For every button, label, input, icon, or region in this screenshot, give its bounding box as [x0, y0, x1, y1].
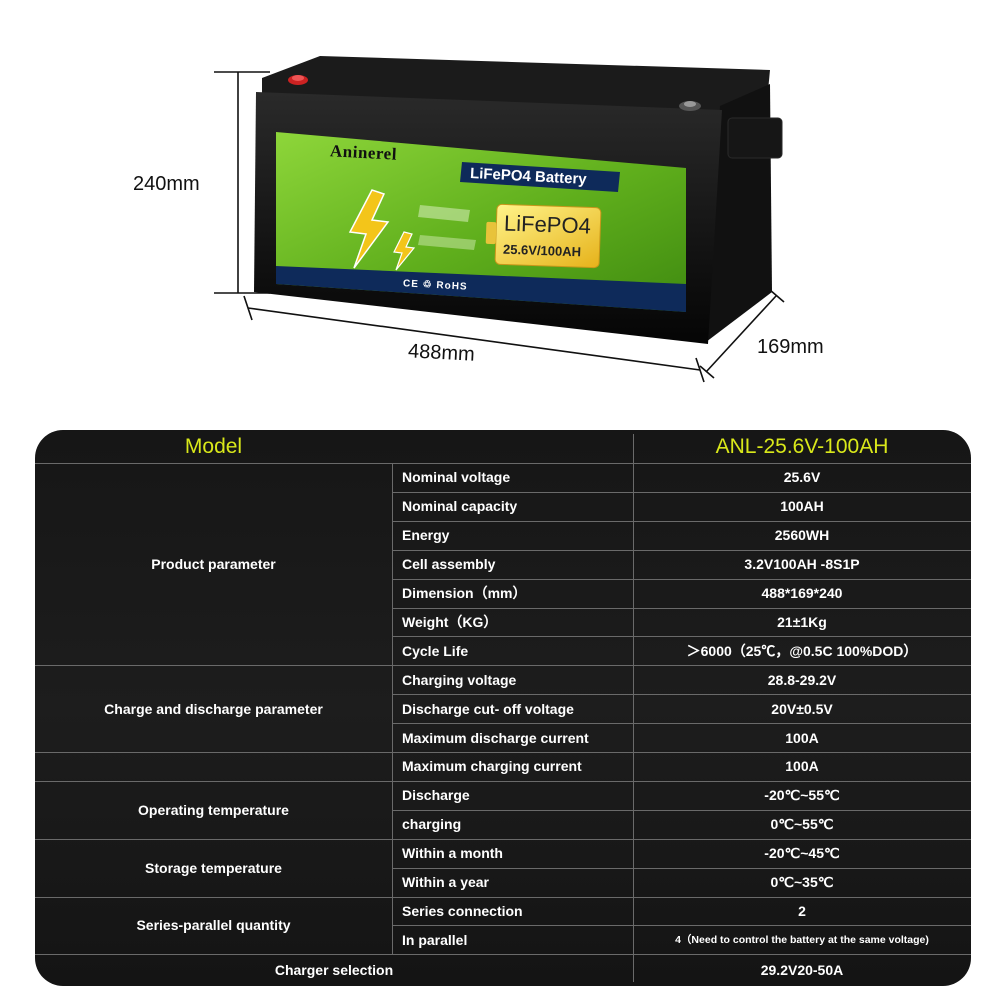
param-name: Nominal capacity [402, 498, 518, 515]
model-header-value: ANL-25.6V-100AH [715, 434, 889, 458]
param-name: Cell assembly [402, 556, 496, 573]
param-name: Maximum charging current [402, 758, 582, 775]
param-name: charging [402, 816, 462, 833]
length-dimension-label: 488mm [407, 340, 476, 366]
param-name: Series connection [402, 902, 523, 919]
param-name: Discharge [402, 787, 470, 804]
param-value: ＞6000（25℃，@0.5C 100%DOD） [686, 642, 918, 659]
param-name: Cycle Life [402, 642, 469, 659]
param-name: Dimension（mm） [402, 585, 527, 602]
param-value: 2 [798, 902, 806, 919]
param-value: 0℃~35℃ [770, 873, 834, 890]
param-value: 100A [785, 729, 819, 746]
param-value: 4（Need to control the battery at the sam… [675, 934, 929, 947]
charger-selection-value: 29.2V20-50A [760, 962, 844, 979]
header-divider [35, 463, 971, 464]
group-divider [35, 752, 971, 753]
group-divider [35, 780, 971, 782]
chemistry-label: LiFePO4 [503, 210, 592, 239]
param-value: 488*169*240 [761, 585, 843, 602]
spec-table-panel: Model ANL-25.6V-100AH Product parameter Nom… [35, 430, 971, 986]
row-divider [392, 694, 971, 696]
param-name: Within a year [402, 874, 490, 891]
height-dimension-label: 240mm [133, 173, 200, 195]
group-divider [35, 665, 971, 667]
lightning-bolt-icon [348, 189, 390, 269]
group-title: Product parameter [151, 556, 276, 573]
param-name: Weight（KG） [402, 613, 498, 630]
param-value: 28.8-29.2V [767, 671, 837, 688]
param-value: 100AH [780, 498, 824, 515]
param-value: 2560WH [774, 527, 830, 544]
group-title: Series-parallel quantity [136, 917, 291, 934]
brand-logo-text: Aninerel [329, 141, 398, 164]
param-value: 100A [785, 758, 819, 775]
value-column-divider [633, 434, 634, 983]
param-name: In parallel [402, 931, 468, 948]
front-label [276, 132, 686, 312]
negative-terminal [679, 101, 701, 111]
group-title [35, 752, 392, 781]
battery-illustration: 240mm 488mm 169mm Aninerel LiFePO4 Batte… [0, 0, 1000, 420]
group-title: Operating temperature [138, 801, 289, 818]
param-value: 3.2V100AH -8S1P [744, 556, 860, 573]
param-name: Charging voltage [402, 671, 517, 688]
battery-drawing [214, 56, 785, 383]
rating-label: 25.6V/100AH [502, 241, 582, 260]
row-divider [392, 607, 971, 609]
group-title: Storage temperature [145, 859, 282, 876]
width-dimension-label: 169mm [757, 336, 824, 358]
group-divider [35, 896, 971, 898]
param-value: -20℃~45℃ [764, 844, 840, 861]
param-value: 25.6V [783, 469, 821, 486]
row-divider [392, 520, 971, 522]
group-divider [35, 838, 971, 840]
row-divider [392, 491, 971, 493]
row-divider [392, 809, 971, 811]
row-divider [392, 867, 971, 869]
lightning-bolt-small-icon [393, 231, 416, 271]
length-dimension-marker [243, 295, 705, 383]
param-name: Discharge cut- off voltage [402, 700, 574, 717]
group-title: Charge and discharge parameter [104, 700, 323, 717]
width-dimension-marker [699, 289, 785, 379]
param-name: Within a month [402, 845, 503, 862]
param-value: 21±1Kg [777, 613, 827, 630]
height-dimension-marker [214, 71, 270, 294]
spec-table: Model ANL-25.6V-100AH Product parameter Nom… [35, 430, 971, 986]
param-value: 0℃~55℃ [770, 815, 834, 832]
param-value: 20V±0.5V [771, 700, 833, 717]
param-name: Energy [402, 527, 450, 544]
row-divider [392, 636, 971, 638]
group-divider [35, 954, 971, 956]
param-name: Maximum discharge current [402, 729, 589, 746]
row-divider [392, 549, 971, 551]
model-header-label: Model [184, 434, 243, 458]
param-name: Nominal voltage [402, 469, 511, 486]
name-column-divider [392, 463, 393, 955]
row-divider [392, 723, 971, 725]
param-value: -20℃~55℃ [764, 786, 840, 803]
row-divider [392, 925, 971, 927]
row-divider [392, 578, 971, 580]
positive-terminal [288, 75, 308, 85]
charger-selection-label: Charger selection [274, 962, 394, 979]
